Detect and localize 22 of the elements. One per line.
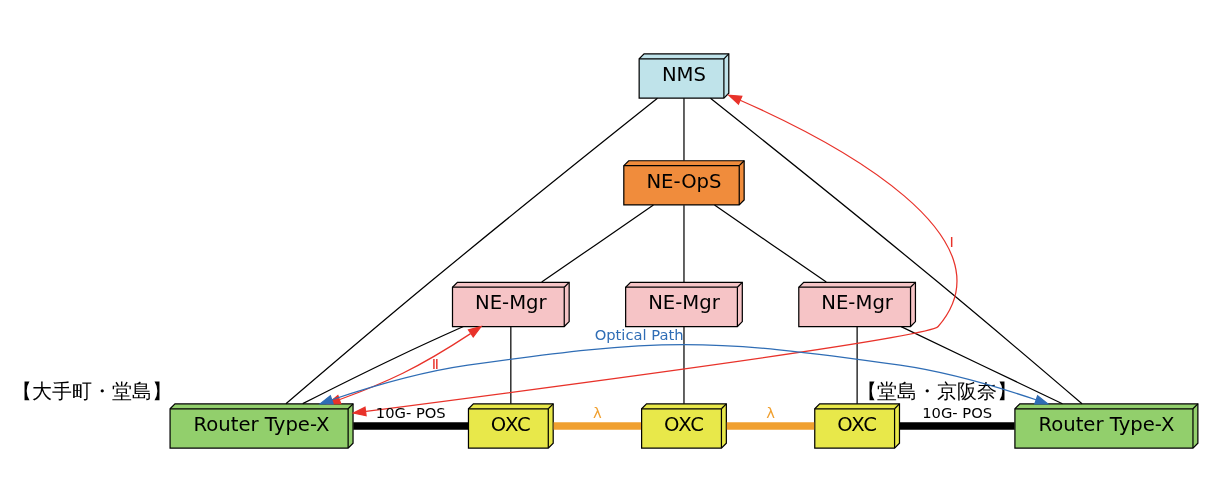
connector — [726, 421, 815, 430]
connector — [683, 97, 685, 161]
arrow — [351, 94, 958, 416]
connector — [541, 204, 655, 283]
edge-label: 10G- POS — [922, 403, 993, 421]
edge-label: 10G- POS — [375, 403, 446, 421]
edge-label: Ⅰ — [949, 232, 954, 250]
connector — [709, 97, 1083, 404]
edge-label: Ⅱ — [431, 354, 439, 372]
edge-label: λ — [766, 403, 775, 421]
connector — [900, 325, 1064, 404]
connector — [856, 325, 858, 404]
connector — [683, 325, 685, 404]
connector — [553, 421, 642, 430]
edge-label: Optical Path — [594, 325, 684, 343]
connector — [683, 204, 685, 283]
connector — [713, 204, 827, 283]
edge-label: λ — [593, 403, 602, 421]
connector — [510, 325, 512, 404]
node-label: 【大手町・堂島】 — [12, 379, 173, 402]
connector — [899, 421, 1015, 430]
connector — [353, 421, 469, 430]
